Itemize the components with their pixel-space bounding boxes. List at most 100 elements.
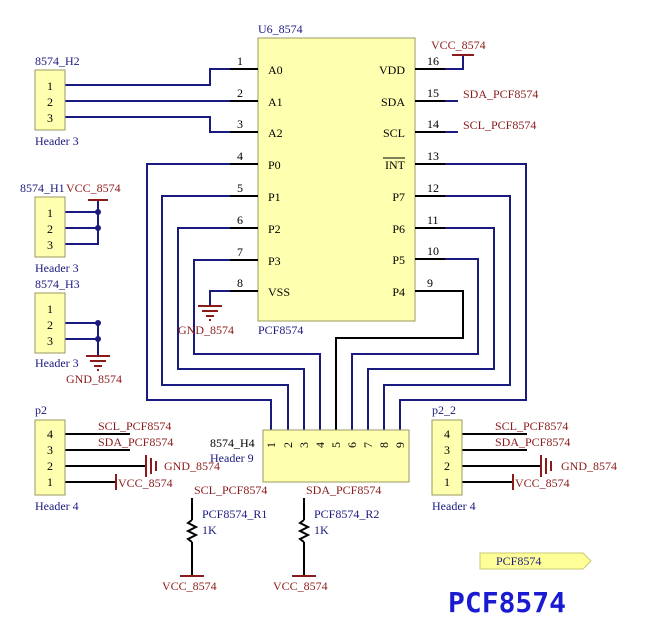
h1-type: Header 3	[35, 261, 79, 275]
pin-name: SCL	[383, 126, 405, 140]
pin-number: 1	[47, 206, 53, 220]
pin-name: SDA	[381, 95, 405, 109]
vcc-net-label: VCC_8574	[162, 579, 217, 593]
resistor-r2[interactable]: SDA_PCF8574 PCF8574_R2 1K VCC_8574	[273, 483, 381, 593]
pin-number: 2	[47, 318, 53, 332]
pin-number: 4	[444, 427, 450, 441]
pin-number: 4	[47, 427, 53, 441]
vss-ground-symbol: GND_8574	[178, 305, 234, 337]
pin-name: P2	[268, 222, 281, 236]
h3-designator: 8574_H3	[35, 277, 80, 291]
header-p2-2[interactable]: p2_2 4 3 2 1 Header 4 SCL_PCF8574 SDA_PC…	[431, 403, 617, 513]
pin-number: 9	[393, 442, 407, 448]
pin-number: 3	[47, 443, 53, 457]
pin-number: 3	[444, 443, 450, 457]
h3-type: Header 3	[35, 356, 79, 370]
pin-name: A1	[268, 95, 283, 109]
pin-number: 3	[47, 334, 53, 348]
pin-number: 16	[427, 54, 439, 68]
pin-number: 9	[427, 276, 433, 290]
pin-number: 11	[427, 213, 439, 227]
pin-number: 1	[47, 302, 53, 316]
pin-number: 2	[47, 95, 53, 109]
p2-2-type: Header 4	[432, 499, 476, 513]
scl-net-label: SCL_PCF8574	[495, 419, 568, 433]
vcc-net-label: VCC_8574	[66, 181, 121, 195]
h4-designator: 8574_H4	[210, 436, 255, 450]
footer-title: PCF8574	[448, 586, 566, 619]
pin-name: A2	[268, 126, 283, 140]
pin-name: P5	[392, 253, 405, 267]
sda-net-label: SDA_PCF8574	[463, 87, 538, 101]
header-h4[interactable]: 8574_H4 Header 9 1 2 3 4 5 6 7 8 9	[210, 429, 410, 483]
vcc-net-label: VCC_8574	[273, 579, 328, 593]
pin-number: 1	[47, 475, 53, 489]
h2-designator: 8574_H2	[35, 54, 80, 68]
vcc-net-label: VCC_8574	[515, 476, 570, 490]
r1-designator: PCF8574_R1	[202, 507, 267, 521]
p2-2-designator: p2_2	[432, 403, 456, 417]
r2-value: 1K	[314, 523, 329, 537]
sda-net-label: SDA_PCF8574	[306, 483, 381, 497]
pin-number: 6	[345, 442, 359, 448]
pin-name: VDD	[379, 63, 405, 77]
gnd-net-label: GND_8574	[561, 459, 617, 473]
vcc-net-label: VCC_8574	[118, 476, 173, 490]
u6-designator: U6_8574	[258, 22, 303, 36]
header-h2[interactable]: 8574_H2 1 2 3 Header 3	[34, 54, 80, 148]
h1-designator: 8574_H1	[20, 181, 65, 195]
port-label-text: PCF8574	[496, 554, 541, 568]
gnd-net-label: GND_8574	[66, 372, 122, 386]
ground-symbol	[145, 455, 157, 477]
pin-number: 1	[264, 442, 278, 448]
header-p2[interactable]: p2 4 3 2 1 Header 4 SCL_PCF8574 SDA_PCF8…	[34, 403, 220, 513]
pin-name: A0	[268, 63, 283, 77]
h4-type: Header 9	[210, 451, 254, 465]
pin-name: P6	[392, 222, 405, 236]
pin-number: 2	[281, 442, 295, 448]
gnd-net-label: GND_8574	[178, 323, 234, 337]
pin-number: 2	[444, 459, 450, 473]
pin-number: 3	[47, 238, 53, 252]
pin-number: 14	[427, 117, 439, 131]
port-label[interactable]: PCF8574	[479, 552, 592, 570]
r2-designator: PCF8574_R2	[314, 507, 379, 521]
u6-left-pins: 1 2 3 4 5 6 7 8 A0 A1 A2 P0 P1 P2 P3 VSS	[230, 54, 290, 299]
pin-number: 10	[427, 244, 439, 258]
gnd-net-label: GND_8574	[164, 459, 220, 473]
vdd-power: VCC_8574	[431, 38, 486, 56]
u6-part: PCF8574	[258, 323, 303, 337]
p2-type: Header 4	[35, 499, 79, 513]
ground-symbol	[86, 355, 110, 371]
header-h3[interactable]: 8574_H3 1 2 3 Header 3 GND_8574	[34, 277, 122, 386]
pin-number: 3	[297, 442, 311, 448]
pin-number: 4	[237, 149, 243, 163]
u6-chip[interactable]: U6_8574 PCF8574 1 2 3 4 5 6 7 8 A0 A1 A2…	[230, 22, 445, 337]
resistor-r1[interactable]: SCL_PCF8574 PCF8574_R1 1K VCC_8574	[162, 483, 267, 593]
h4-pin-numbers: 1 2 3 4 5 6 7 8 9	[264, 442, 407, 448]
pin-number: 3	[47, 111, 53, 125]
pin-number: 7	[361, 442, 375, 448]
p2-designator: p2	[35, 403, 47, 417]
pin-name: P7	[392, 190, 405, 204]
pin-number: 1	[237, 54, 243, 68]
pin-number: 2	[47, 459, 53, 473]
sda-net-label: SDA_PCF8574	[98, 435, 173, 449]
pin-name: P3	[268, 254, 281, 268]
pin-number: 8	[237, 276, 243, 290]
scl-net-label: SCL_PCF8574	[98, 419, 171, 433]
junctions	[95, 209, 101, 342]
pin-number: 5	[237, 181, 243, 195]
pin-number: 13	[427, 149, 439, 163]
pin-number: 2	[47, 222, 53, 236]
pin-number: 1	[444, 475, 450, 489]
scl-net-label: SCL_PCF8574	[463, 118, 536, 132]
pin-number: 8	[377, 442, 391, 448]
vcc-net-label: VCC_8574	[431, 38, 486, 52]
pin-number: 12	[427, 181, 439, 195]
header-h1[interactable]: 8574_H1 1 2 3 Header 3 VCC_8574	[20, 181, 121, 275]
ground-symbol	[540, 455, 552, 477]
r1-value: 1K	[202, 523, 217, 537]
sda-net-label: SDA_PCF8574	[495, 435, 570, 449]
